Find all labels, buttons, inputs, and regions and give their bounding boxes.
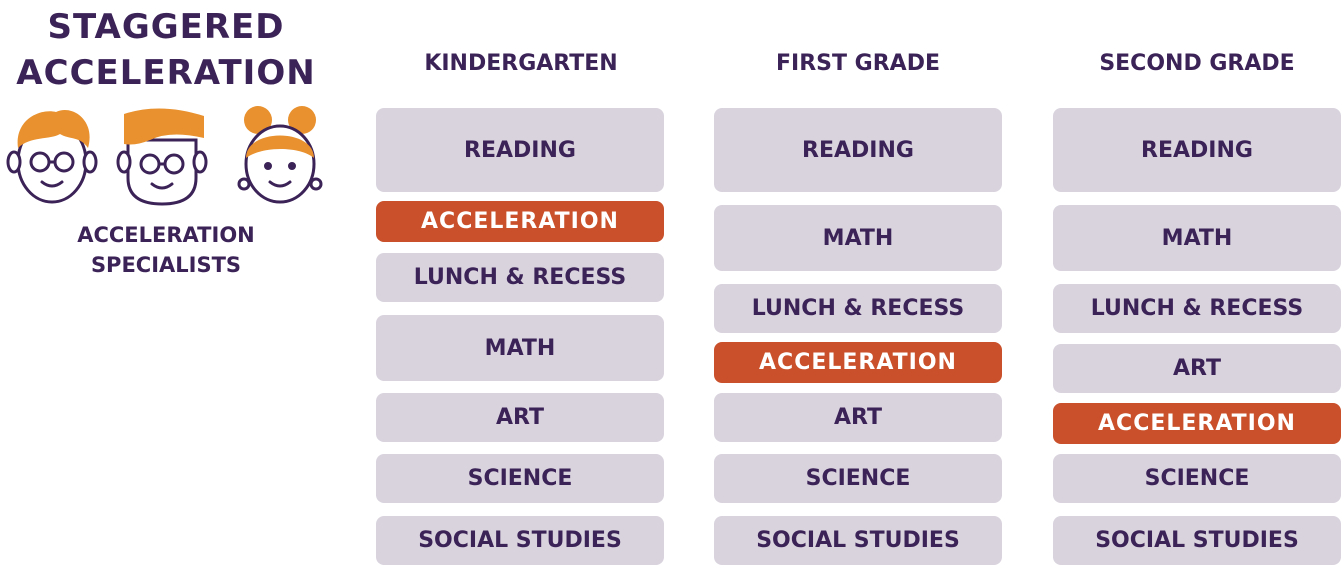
title-line-2: ACCELERATION (16, 53, 316, 93)
page-title: STAGGERED ACCELERATION (6, 4, 326, 96)
schedule-block: ART (376, 393, 664, 442)
schedule-block: READING (376, 108, 664, 192)
specialist-face-icon (237, 106, 323, 204)
schedule-block: SCIENCE (714, 454, 1002, 503)
schedule-block: LUNCH & RECESS (714, 284, 1002, 333)
schedule-block: SOCIAL STUDIES (1053, 516, 1341, 565)
schedule-block: READING (714, 108, 1002, 192)
schedule-block: LUNCH & RECESS (376, 253, 664, 302)
schedule-block: MATH (376, 315, 664, 381)
acceleration-block: ACCELERATION (714, 342, 1002, 383)
title-line-1: STAGGERED (47, 7, 285, 47)
specialists-label: ACCELERATION SPECIALISTS (6, 220, 326, 280)
specialists-line-2: SPECIALISTS (90, 253, 242, 277)
column-header-kindergarten: KINDERGARTEN (424, 51, 618, 76)
column-header-second-grade: SECOND GRADE (1099, 51, 1295, 76)
schedule-block: MATH (1053, 205, 1341, 271)
schedule-block: SCIENCE (376, 454, 664, 503)
schedule-block: READING (1053, 108, 1341, 192)
schedule-block: MATH (714, 205, 1002, 271)
specialists-line-1: ACCELERATION (77, 223, 255, 247)
acceleration-block: ACCELERATION (1053, 403, 1341, 444)
specialist-face-icon (116, 108, 208, 206)
acceleration-block: ACCELERATION (376, 201, 664, 242)
schedule-block: ART (1053, 344, 1341, 393)
column-header-first-grade: FIRST GRADE (776, 51, 940, 76)
specialists-illustration (6, 106, 323, 206)
schedule-block: SOCIAL STUDIES (714, 516, 1002, 565)
schedule-block: LUNCH & RECESS (1053, 284, 1341, 333)
schedule-block: SCIENCE (1053, 454, 1341, 503)
schedule-block: ART (714, 393, 1002, 442)
schedule-block: SOCIAL STUDIES (376, 516, 664, 565)
specialist-face-icon (6, 109, 98, 204)
